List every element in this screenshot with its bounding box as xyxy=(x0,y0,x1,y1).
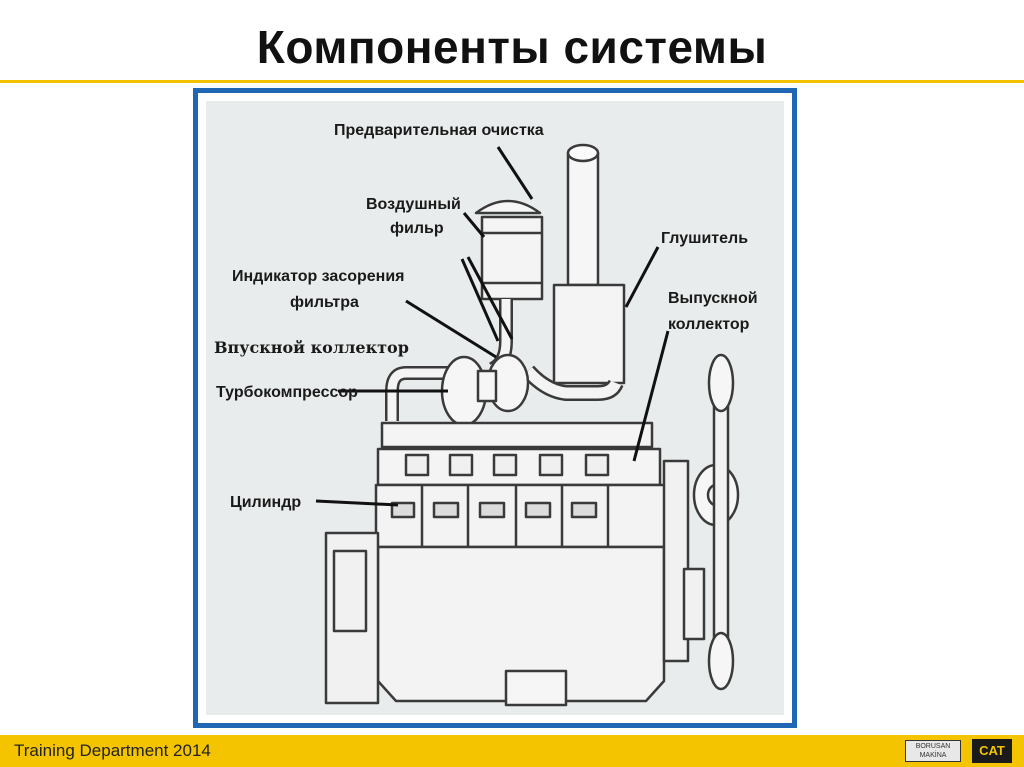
label-restriction-indicator: Индикатор засорения xyxy=(232,268,405,285)
label-cylinder: Цилиндр xyxy=(230,494,301,511)
label-muffler: Глушитель xyxy=(661,230,748,247)
oil-pan xyxy=(504,669,568,707)
footer-text: Training Department 2014 xyxy=(14,741,211,760)
label-exhaust-manifold: Выпускной xyxy=(668,290,758,307)
label-air-filter: Воздушный xyxy=(366,196,461,213)
engine-drawing: Предварительная очистка Воздушный фильр … xyxy=(214,122,758,707)
cat-logo: CAT xyxy=(972,739,1012,763)
footer-bar: Training Department 2014 BORUSAN MAKİNA … xyxy=(0,735,1024,767)
air-filter xyxy=(480,215,544,301)
precleaner-cap xyxy=(474,199,542,215)
borusan-logo: BORUSAN MAKİNA xyxy=(905,740,961,762)
label-precleaner: Предварительная очистка xyxy=(334,122,544,139)
muffler xyxy=(552,283,626,385)
slide-title: Компоненты системы xyxy=(256,21,768,73)
engine-diagram: Предварительная очистка Воздушный фильр … xyxy=(206,101,784,715)
borusan-logo-line2: MAKİNA xyxy=(919,752,947,759)
exhaust-stack xyxy=(566,151,600,287)
diagram-frame: Предварительная очистка Воздушный фильр … xyxy=(193,88,797,728)
label-restriction-indicator-2: фильтра xyxy=(290,294,359,311)
cylinder-head xyxy=(374,483,668,549)
label-exhaust-manifold-2: коллектор xyxy=(668,316,750,333)
title-divider xyxy=(0,80,1024,83)
label-air-filter-2: фильр xyxy=(390,220,444,237)
label-turbocharger: Турбокомпрессор xyxy=(216,384,358,401)
label-intake-manifold: Впускной коллектор xyxy=(214,338,409,357)
cylinder-1 xyxy=(390,501,416,519)
intake-manifold xyxy=(380,421,654,449)
borusan-logo-line1: BORUSAN xyxy=(915,743,951,750)
